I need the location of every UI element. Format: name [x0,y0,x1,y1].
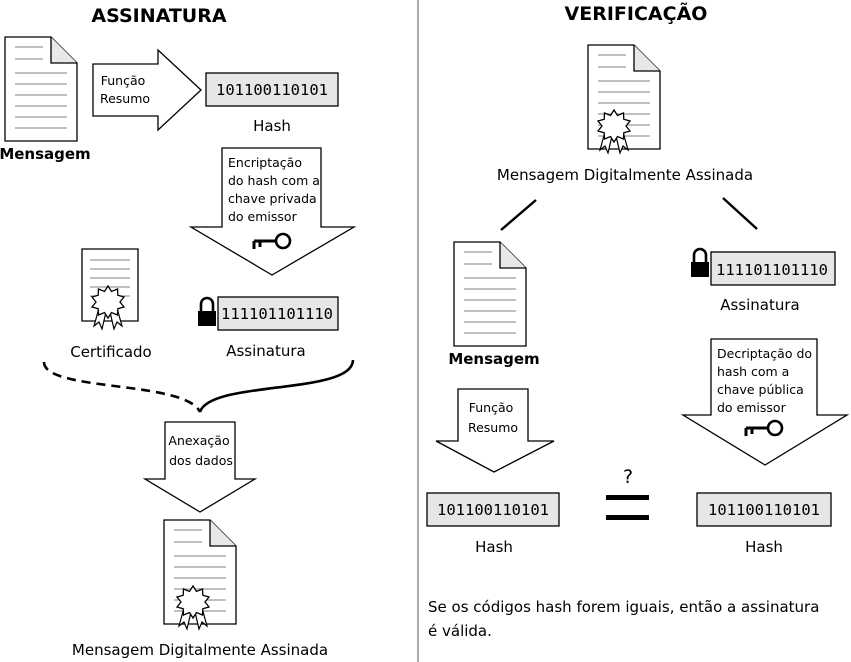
verify-padlock-icon [689,247,711,279]
signature-label: Assinatura [226,342,306,360]
verify-message-label: Mensagem [448,350,539,368]
computed-hash-label: Hash [475,538,513,556]
message-document-icon [4,36,78,142]
encrypt-step-label: Encriptação do hash com a chave privada … [228,155,324,224]
decrypt-arrow [680,338,850,466]
verify-signed-message-label: Mensagem Digitalmente Assinada [497,166,753,184]
attach-arrow [142,421,258,513]
hash-label: Hash [253,117,291,135]
split-line-right [722,197,758,230]
computed-hash-box [426,492,560,527]
decrypted-hash-label: Hash [745,538,783,556]
signed-message-label: Mensagem Digitalmente Assinada [72,641,328,659]
decrypted-hash-value: 101100110101 [708,501,820,519]
verify-signature-label: Assinatura [720,296,800,314]
hash-value: 101100110101 [216,81,328,99]
hash-function-label: Função Resumo [100,73,150,106]
decrypt-step-label: Decriptação do hash com a chave pública … [717,346,816,415]
signature-connector [198,359,355,413]
padlock-icon [196,296,218,328]
equals-sign-top-bar [606,495,649,500]
hash-function-arrow [92,48,202,132]
encrypt-arrow [188,147,357,276]
signing-title: ASSINATURA [91,5,226,27]
verify-hash-function-arrow [435,388,555,473]
verification-title: VERIFICAÇÃO [565,1,708,25]
equality-question-mark: ? [623,466,633,488]
decrypted-hash-box [696,492,832,527]
hash-box [205,72,339,107]
certificate-dashed-connector [42,361,202,413]
verify-hash-function-label: Função Resumo [468,400,518,435]
certificate-label: Certificado [70,343,152,361]
computed-hash-value: 101100110101 [437,501,549,519]
message-label: Mensagem [0,145,91,163]
conclusion-text: Se os códigos hash forem iguais, então a… [428,598,824,640]
verify-signature-value: 111101101110 [716,261,828,279]
equals-sign-bottom-bar [606,515,649,520]
attach-step-label: Anexação dos dados [168,433,233,468]
verify-message-document-icon [453,241,527,347]
verify-signature-box [710,251,836,286]
signature-box [217,296,339,331]
split-line-left [500,199,537,231]
signature-value: 111101101110 [221,305,333,323]
